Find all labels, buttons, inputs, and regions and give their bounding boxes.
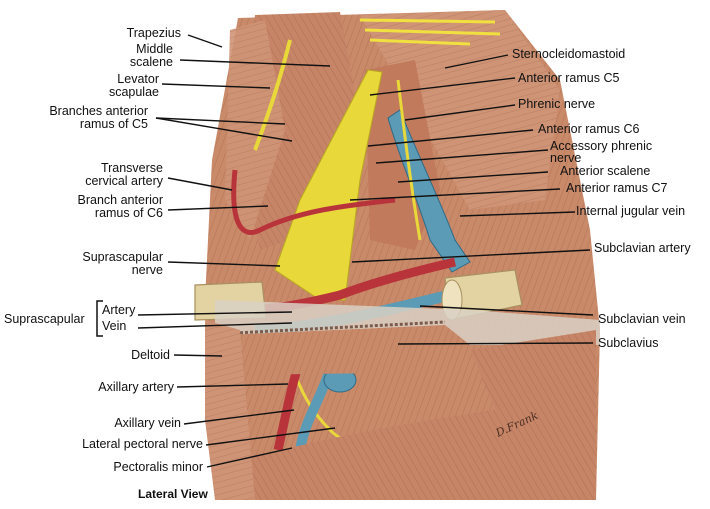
label-transverse-cervical-line2: cervical artery	[85, 174, 163, 188]
label-branch-c6-line2: ramus of C6	[94, 206, 163, 220]
levator-scapulae-muscle	[225, 20, 285, 240]
label-anterior-scalene: Anterior scalene	[560, 164, 651, 178]
label-suprascapular-nerve-line1: Suprascapular	[82, 250, 163, 264]
label-accessory-phrenic-line2: nerve	[550, 151, 582, 165]
label-suprascapular-nerve-line2: nerve	[131, 263, 163, 277]
label-branch-c6-line1: Branch anterior	[77, 193, 163, 207]
label-subclavius: Subclavius	[598, 336, 659, 350]
label-accessory-phrenic-line1: Accessory phrenic	[550, 139, 653, 153]
label-suprascapular-vein: Vein	[102, 319, 127, 333]
label-transverse-cervical-line1: Transverse	[100, 161, 163, 175]
label-branches-c5-line1: Branches anterior	[49, 104, 148, 118]
phrenic-nerve-line	[396, 79, 422, 241]
label-branches-c5-line2: ramus of C5	[79, 117, 148, 131]
label-lateral-pectoral-nerve: Lateral pectoral nerve	[82, 437, 203, 451]
label-levator-line2: scapulae	[108, 85, 159, 99]
label-deltoid: Deltoid	[131, 348, 170, 362]
label-anterior-ramus-c6: Anterior ramus C6	[538, 122, 640, 136]
label-anterior-ramus-c7: Anterior ramus C7	[566, 181, 668, 195]
label-levator-line1: Levator	[117, 72, 159, 86]
label-suprascapular-artery: Artery	[102, 303, 136, 317]
label-middle-scalene-line1: Middle	[136, 42, 173, 56]
deltoid-muscle	[205, 320, 255, 500]
sternocleidomastoid-muscle	[360, 10, 560, 210]
subclavius-edge	[234, 320, 446, 335]
label-pectoralis-minor: Pectoralis minor	[113, 460, 203, 474]
pectoralis-minor-muscle	[215, 400, 596, 500]
suprascapular-bracket	[96, 300, 103, 337]
label-anterior-ramus-c5: Anterior ramus C5	[518, 71, 620, 85]
label-internal-jugular-vein: Internal jugular vein	[576, 204, 686, 218]
label-trapezius: Trapezius	[126, 26, 181, 40]
label-subclavian-vein: Subclavian vein	[598, 312, 686, 326]
label-middle-scalene-line2: scalene	[129, 55, 173, 69]
label-sternocleidomastoid: Sternocleidomastoid	[512, 47, 626, 61]
subclavius-muscle	[225, 325, 470, 375]
label-phrenic-nerve: Phrenic nerve	[518, 97, 596, 111]
nerve-c5-branches	[253, 39, 292, 151]
label-axillary-vein: Axillary vein	[114, 416, 181, 430]
right-muscle	[470, 330, 596, 420]
figure-caption: Lateral View	[138, 487, 208, 501]
label-axillary-artery: Axillary artery	[98, 380, 174, 394]
top-nerves	[359, 18, 501, 46]
label-suprascapular: Suprascapular	[4, 312, 85, 326]
internal-jugular-vein	[387, 109, 471, 273]
leader-lines	[137, 34, 594, 468]
label-subclavian-artery: Subclavian artery	[594, 241, 691, 255]
transverse-cervical-artery	[231, 169, 396, 235]
